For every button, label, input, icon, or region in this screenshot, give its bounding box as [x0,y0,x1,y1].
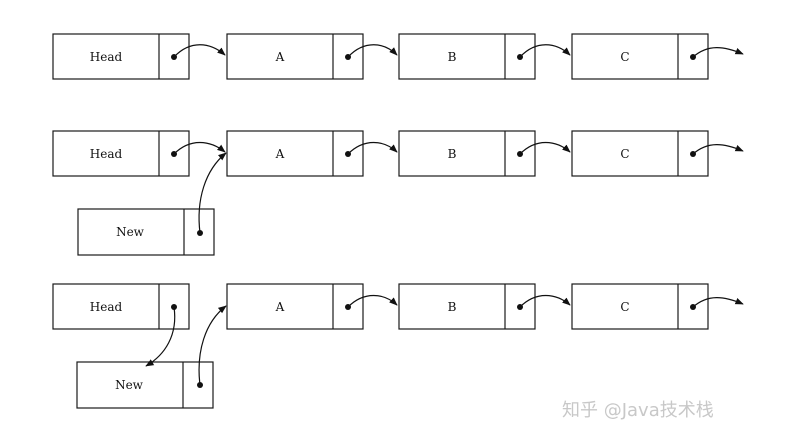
arrow-b-to-c [519,294,571,308]
node-c: C [571,33,709,80]
node-head: Head [52,283,190,330]
node-label-head: Head [90,50,123,64]
node-label-new: New [116,225,145,239]
arrow-head-to-new [145,306,176,367]
arrow-b-to-c [519,44,571,58]
node-a: A [226,33,364,80]
arrow-head-to-a [173,141,226,155]
node-c: C [571,283,709,330]
node-new: New [76,361,214,409]
arrow-a-to-b [347,294,398,308]
node-b: B [398,283,536,330]
node-label-c: C [620,147,629,161]
arrow-a-to-b [347,141,398,155]
row-3: Head A B C [52,283,744,409]
arrow-head-to-a [173,44,226,58]
node-a: A [226,283,364,330]
node-b: B [398,130,536,177]
node-label-c: C [620,50,629,64]
node-head: Head [52,33,190,80]
row-1: Head A B C [52,33,744,80]
node-label-b: B [448,50,457,64]
node-c: C [571,130,709,177]
node-label-new: New [115,378,144,392]
node-label-head: Head [90,147,123,161]
watermark: 知乎 @Java技术栈 [562,400,714,421]
arrow-c-to-null [692,47,744,58]
node-label-head: Head [90,300,123,314]
node-b: B [398,33,536,80]
arrow-new-to-a [198,152,227,234]
node-label-b: B [448,147,457,161]
arrow-a-to-b [347,44,398,58]
node-label-a: A [275,50,285,64]
arrow-c-to-null [692,144,744,155]
node-label-a: A [275,300,285,314]
node-label-a: A [275,147,285,161]
arrow-b-to-c [519,141,571,155]
node-label-c: C [620,300,629,314]
node-new: New [77,208,215,256]
row-2: Head A B C [52,130,744,256]
arrow-new-to-a [198,305,227,386]
node-label-b: B [448,300,457,314]
node-head: Head [52,130,190,177]
node-a: A [226,130,364,177]
arrow-c-to-null [692,297,744,308]
